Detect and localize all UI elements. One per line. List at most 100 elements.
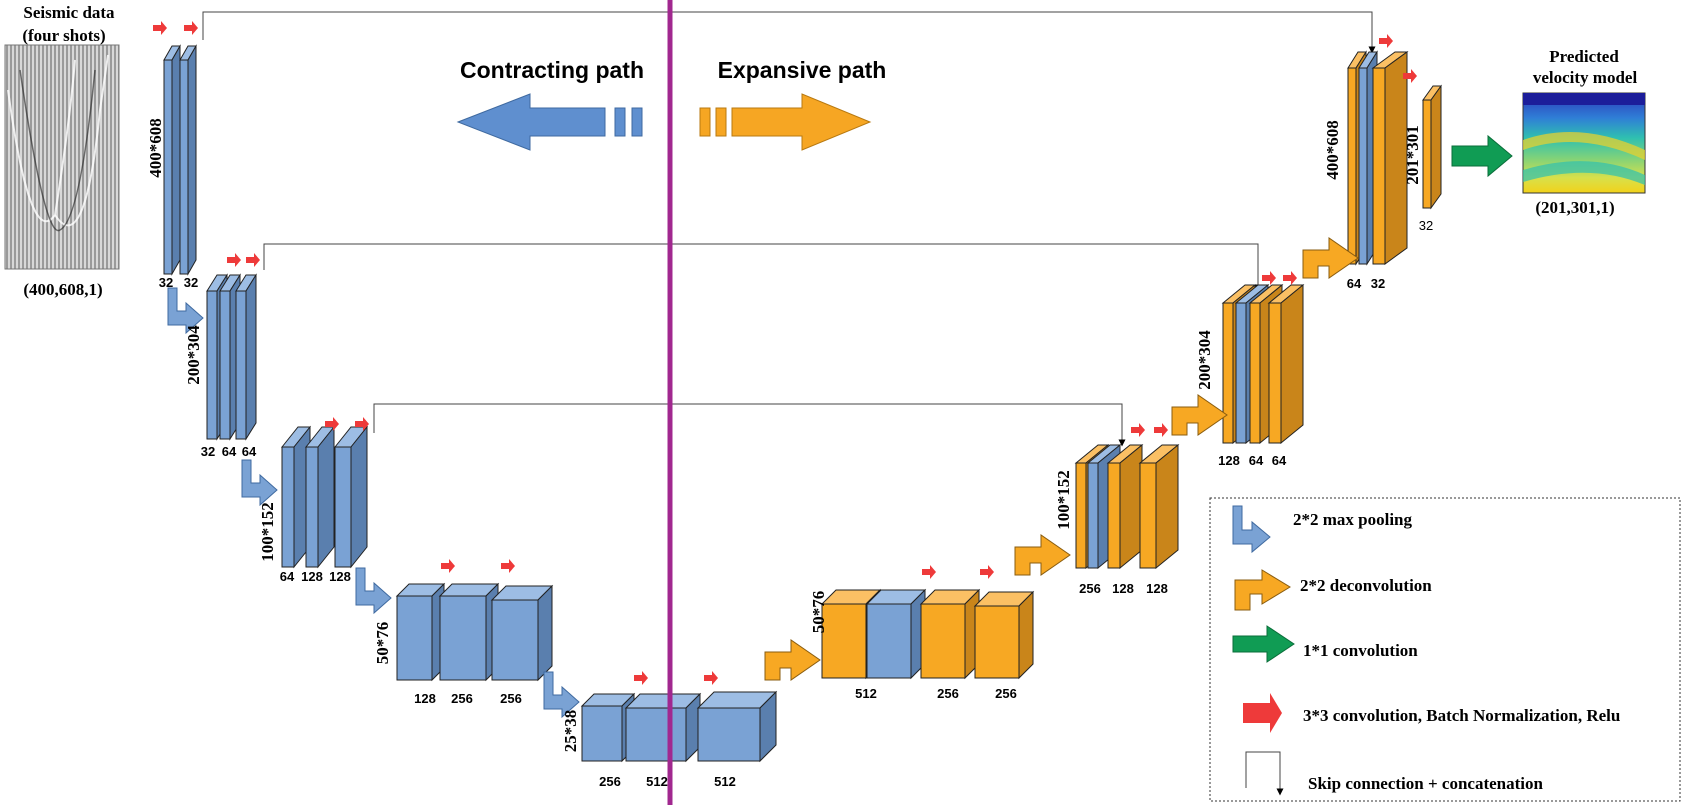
channel-label: 128: [414, 691, 436, 706]
legend-label-max-pooling: 2*2 max pooling: [1293, 510, 1413, 529]
legend-label-conv3x3: 3*3 convolution, Batch Normalization, Re…: [1303, 706, 1620, 725]
channel-label: 64: [222, 444, 237, 459]
channel-label: 512: [714, 774, 736, 789]
legend-box: 2*2 max pooling 2*2 deconvolution 1*1 co…: [1209, 497, 1681, 802]
encoder-feature-map: [304, 425, 336, 569]
channel-label: 128: [301, 569, 323, 584]
deconvolution-arrow-icon: [1302, 237, 1359, 279]
decoder-feature-map: [1267, 283, 1305, 445]
conv3x3-arrow-icon: [153, 21, 167, 35]
dim-label-25: 25*38: [561, 710, 580, 753]
channel-label: 128: [1146, 581, 1168, 596]
encoder-feature-map: [865, 588, 927, 680]
dim-label-50: 50*76: [373, 622, 392, 665]
decoder-feature-map: [1138, 443, 1180, 570]
conv3x3-arrow-icon: [1283, 271, 1297, 285]
deconvolution-arrow-icon: [1171, 394, 1228, 436]
contracting-path-label: Contracting path: [460, 57, 644, 83]
encoder-feature-map: [333, 425, 369, 569]
conv3x3-arrow-icon: [1403, 69, 1417, 83]
decoder-feature-map: [1106, 443, 1144, 570]
conv3x3-arrow-icon: [1131, 423, 1145, 437]
channel-label: 32: [1371, 276, 1385, 291]
conv3x3-arrow-icon: [501, 559, 515, 573]
conv3x3-arrow-icon: [704, 671, 718, 685]
max-pooling-arrow-icon: [543, 671, 580, 719]
expansive-path-arrow-icon: [699, 93, 872, 151]
dim-label-400-dec: 400*608: [1323, 120, 1342, 180]
encoder-feature-map: [179, 44, 197, 276]
velocity-model-image: [1522, 92, 1646, 194]
channel-label: 64: [1249, 453, 1264, 468]
channel-label: 128: [1112, 581, 1134, 596]
input-title-line2: (four shots): [22, 26, 105, 45]
channel-label: 128: [1218, 453, 1240, 468]
channel-label: 512: [646, 774, 668, 789]
encoder-feature-map: [580, 692, 636, 763]
deconvolution-arrow-icon: [764, 639, 821, 681]
dim-label-50-dec: 50*76: [809, 591, 828, 634]
channel-label: 256: [500, 691, 522, 706]
bent-arrows: [167, 237, 1359, 719]
conv3x3-arrow-icon: [1243, 693, 1282, 733]
dim-label-201: 201*301: [1403, 125, 1422, 185]
decoder-feature-map: [1371, 51, 1409, 265]
channel-label: 64: [280, 569, 295, 584]
channel-label: 64: [1272, 453, 1287, 468]
channel-label: 256: [599, 774, 621, 789]
encoder-feature-map: [490, 584, 554, 682]
encoder-feature-map: [696, 690, 778, 763]
deconvolution-arrow-icon: [1014, 534, 1071, 576]
legend-label-skip-connection: Skip connection + concatenation: [1308, 774, 1543, 793]
dim-label-200: 200*304: [184, 325, 203, 385]
encoder-feature-map: [438, 582, 500, 682]
conv3x3-arrow-icon: [441, 559, 455, 573]
decoder-feature-map: [1422, 84, 1442, 210]
decoder-feature-map: [919, 588, 981, 680]
dim-label-400: 400*608: [146, 118, 165, 178]
channel-label: 256: [451, 691, 473, 706]
conv1x1-arrow-icon: [1232, 625, 1295, 663]
legend-label-conv1x1: 1*1 convolution: [1303, 641, 1418, 660]
channel-label: 64: [1347, 276, 1362, 291]
encoder-feature-map: [624, 692, 702, 763]
contracting-path-arrow-icon: [456, 93, 643, 151]
decoder-feature-map: [973, 590, 1035, 680]
max-pooling-arrow-icon: [167, 287, 204, 335]
channel-label: 128: [329, 569, 351, 584]
max-pooling-arrow-icon: [355, 567, 392, 615]
conv3x3-arrow-icon: [355, 417, 369, 431]
conv3x3-arrow-icon: [980, 565, 994, 579]
input-title-line1: Seismic data: [23, 3, 115, 22]
seismic-input-image: [4, 44, 120, 270]
channel-label: 256: [1079, 581, 1101, 596]
encoder-feature-map: [163, 44, 181, 276]
channel-label: 32: [184, 275, 198, 290]
channel-label: 256: [937, 686, 959, 701]
output-title-line2: velocity model: [1533, 68, 1638, 87]
conv3x3-arrow-icon: [1379, 34, 1393, 48]
max-pooling-arrow-icon: [241, 459, 278, 507]
legend-label-deconvolution: 2*2 deconvolution: [1300, 576, 1432, 595]
channel-label: 256: [995, 686, 1017, 701]
network-blocks: [163, 44, 1442, 763]
conv3x3-arrow-icon: [227, 253, 241, 267]
channel-label: 64: [242, 444, 257, 459]
conv3x3-arrow-icon: [325, 417, 339, 431]
conv3x3-arrow-icon: [1154, 423, 1168, 437]
output-title-line1: Predicted: [1549, 47, 1619, 66]
skip-connection-icon: [1245, 751, 1284, 796]
channel-label-out: 32: [1419, 218, 1433, 233]
conv3x3-arrow-icon: [1262, 271, 1276, 285]
dim-label-100: 100*152: [258, 502, 277, 562]
input-shape-label: (400,608,1): [23, 280, 102, 299]
channel-labels: 32 32 32 64 64 64 128 128 128 256 256 25…: [159, 275, 1385, 789]
channel-label: 32: [159, 275, 173, 290]
expansive-path-label: Expansive path: [718, 57, 887, 83]
max-pooling-arrow-icon: [1232, 505, 1271, 554]
encoder-feature-map: [395, 582, 446, 682]
dim-label-100-dec: 100*152: [1054, 470, 1073, 530]
encoder-feature-map: [235, 273, 257, 441]
conv3x3-arrow-icon: [634, 671, 648, 685]
